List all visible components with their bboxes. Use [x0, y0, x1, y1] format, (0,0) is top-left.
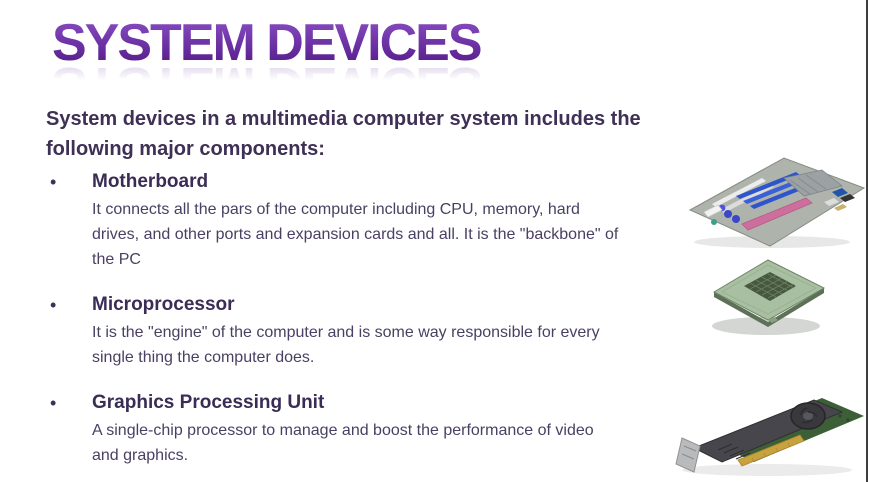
bullet-dot: • [50, 172, 57, 192]
page-title: SYSTEM DEVICES [52, 14, 483, 72]
bullet-item-gpu: • Graphics Processing Unit A single-chip… [46, 391, 698, 468]
intro-text: System devices in a multimedia computer … [46, 108, 641, 160]
bullet-content: Graphics Processing Unit A single-chip p… [92, 391, 698, 468]
bullet-dot: • [50, 295, 57, 315]
title-block: SYSTEM DEVICES SYSTEM DEVICES [52, 14, 483, 114]
cpu-image [698, 246, 833, 341]
bullet-heading-microprocessor: Microprocessor [92, 294, 235, 315]
text-column: System devices in a multimedia computer … [46, 104, 698, 482]
bullet-body-gpu: A single-chip processor to manage and bo… [92, 422, 594, 464]
bullet-content: Microprocessor It is the "engine" of the… [92, 293, 698, 370]
motherboard-image [684, 150, 869, 252]
bullet-item-motherboard: • Motherboard It connects all the pars o… [46, 170, 698, 272]
bullet-body-motherboard: It connects all the pars of the computer… [92, 201, 619, 268]
bullet-dot: • [50, 393, 57, 413]
gpu-image [672, 372, 867, 482]
bullet-heading-gpu: Graphics Processing Unit [92, 392, 325, 413]
bullet-content: Motherboard It connects all the pars of … [92, 170, 698, 272]
bullet-item-microprocessor: • Microprocessor It is the "engine" of t… [46, 293, 698, 370]
bullet-body-microprocessor: It is the "engine" of the computer and i… [92, 324, 600, 366]
frame-edge-line [866, 0, 868, 482]
bullet-heading-motherboard: Motherboard [92, 171, 209, 192]
